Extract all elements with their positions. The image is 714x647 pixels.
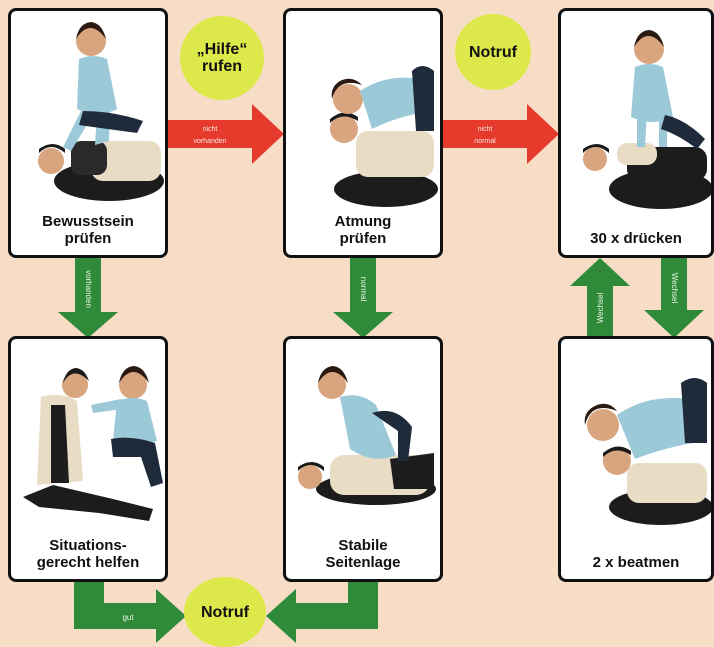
circle-notruf-top-text: Notruf bbox=[469, 44, 517, 61]
illustration-check-breathing bbox=[286, 11, 440, 211]
illustration-situational-help bbox=[11, 339, 165, 529]
illustration-rescue-breathing bbox=[561, 339, 711, 539]
arrow-label-normal-2: normal bbox=[474, 138, 496, 145]
circle-hilfe-text: „Hilfe“ rufen bbox=[197, 41, 248, 75]
illustration-chest-compression bbox=[561, 11, 711, 226]
illustration-check-consciousness bbox=[11, 11, 165, 211]
arrow-label-wechsel-down: Wechsel bbox=[670, 273, 679, 304]
circle-hilfe-rufen: „Hilfe“ rufen bbox=[180, 16, 264, 100]
arrow-label-gut: gut bbox=[122, 613, 134, 622]
label-bewusstsein-pruefen: Bewusstsein prüfen bbox=[11, 213, 165, 247]
arrow-label-wechsel-up: Wechsel bbox=[596, 293, 605, 324]
label-atmung-pruefen: Atmung prüfen bbox=[286, 213, 440, 247]
card-2x-beatmen: 2 x beatmen bbox=[558, 336, 714, 582]
red-arrow-nicht-vorhanden bbox=[166, 104, 284, 164]
card-stabile-seitenlage: Stabile Seitenlage bbox=[283, 336, 443, 582]
card-situationsgerecht-helfen: Situations- gerecht helfen bbox=[8, 336, 168, 582]
arrow-label-normal: normal bbox=[359, 277, 368, 302]
circle-notruf-bottom-text: Notruf bbox=[201, 604, 249, 621]
arrow-label-vorhanden: vorhanden bbox=[193, 138, 226, 145]
arrow-label-nicht: nicht bbox=[203, 126, 218, 133]
card-bewusstsein-pruefen: Bewusstsein prüfen bbox=[8, 8, 168, 258]
circle-notruf-top: Notruf bbox=[455, 14, 531, 90]
label-30x-druecken: 30 x drücken bbox=[561, 230, 711, 247]
arrow-label-vorhanden-green: vorhanden bbox=[84, 270, 93, 308]
card-30x-druecken: 30 x drücken bbox=[558, 8, 714, 258]
label-stabile-seitenlage: Stabile Seitenlage bbox=[286, 537, 440, 571]
circle-notruf-bottom: Notruf bbox=[184, 577, 266, 647]
red-arrow-nicht-normal bbox=[441, 104, 559, 164]
label-2x-beatmen: 2 x beatmen bbox=[561, 554, 711, 571]
illustration-recovery-position bbox=[286, 339, 440, 529]
green-arrow-seitenlage-notruf bbox=[266, 582, 378, 643]
arrow-label-nicht-2: nicht bbox=[478, 126, 493, 133]
card-atmung-pruefen: Atmung prüfen bbox=[283, 8, 443, 258]
label-situationsgerecht-helfen: Situations- gerecht helfen bbox=[11, 537, 165, 571]
